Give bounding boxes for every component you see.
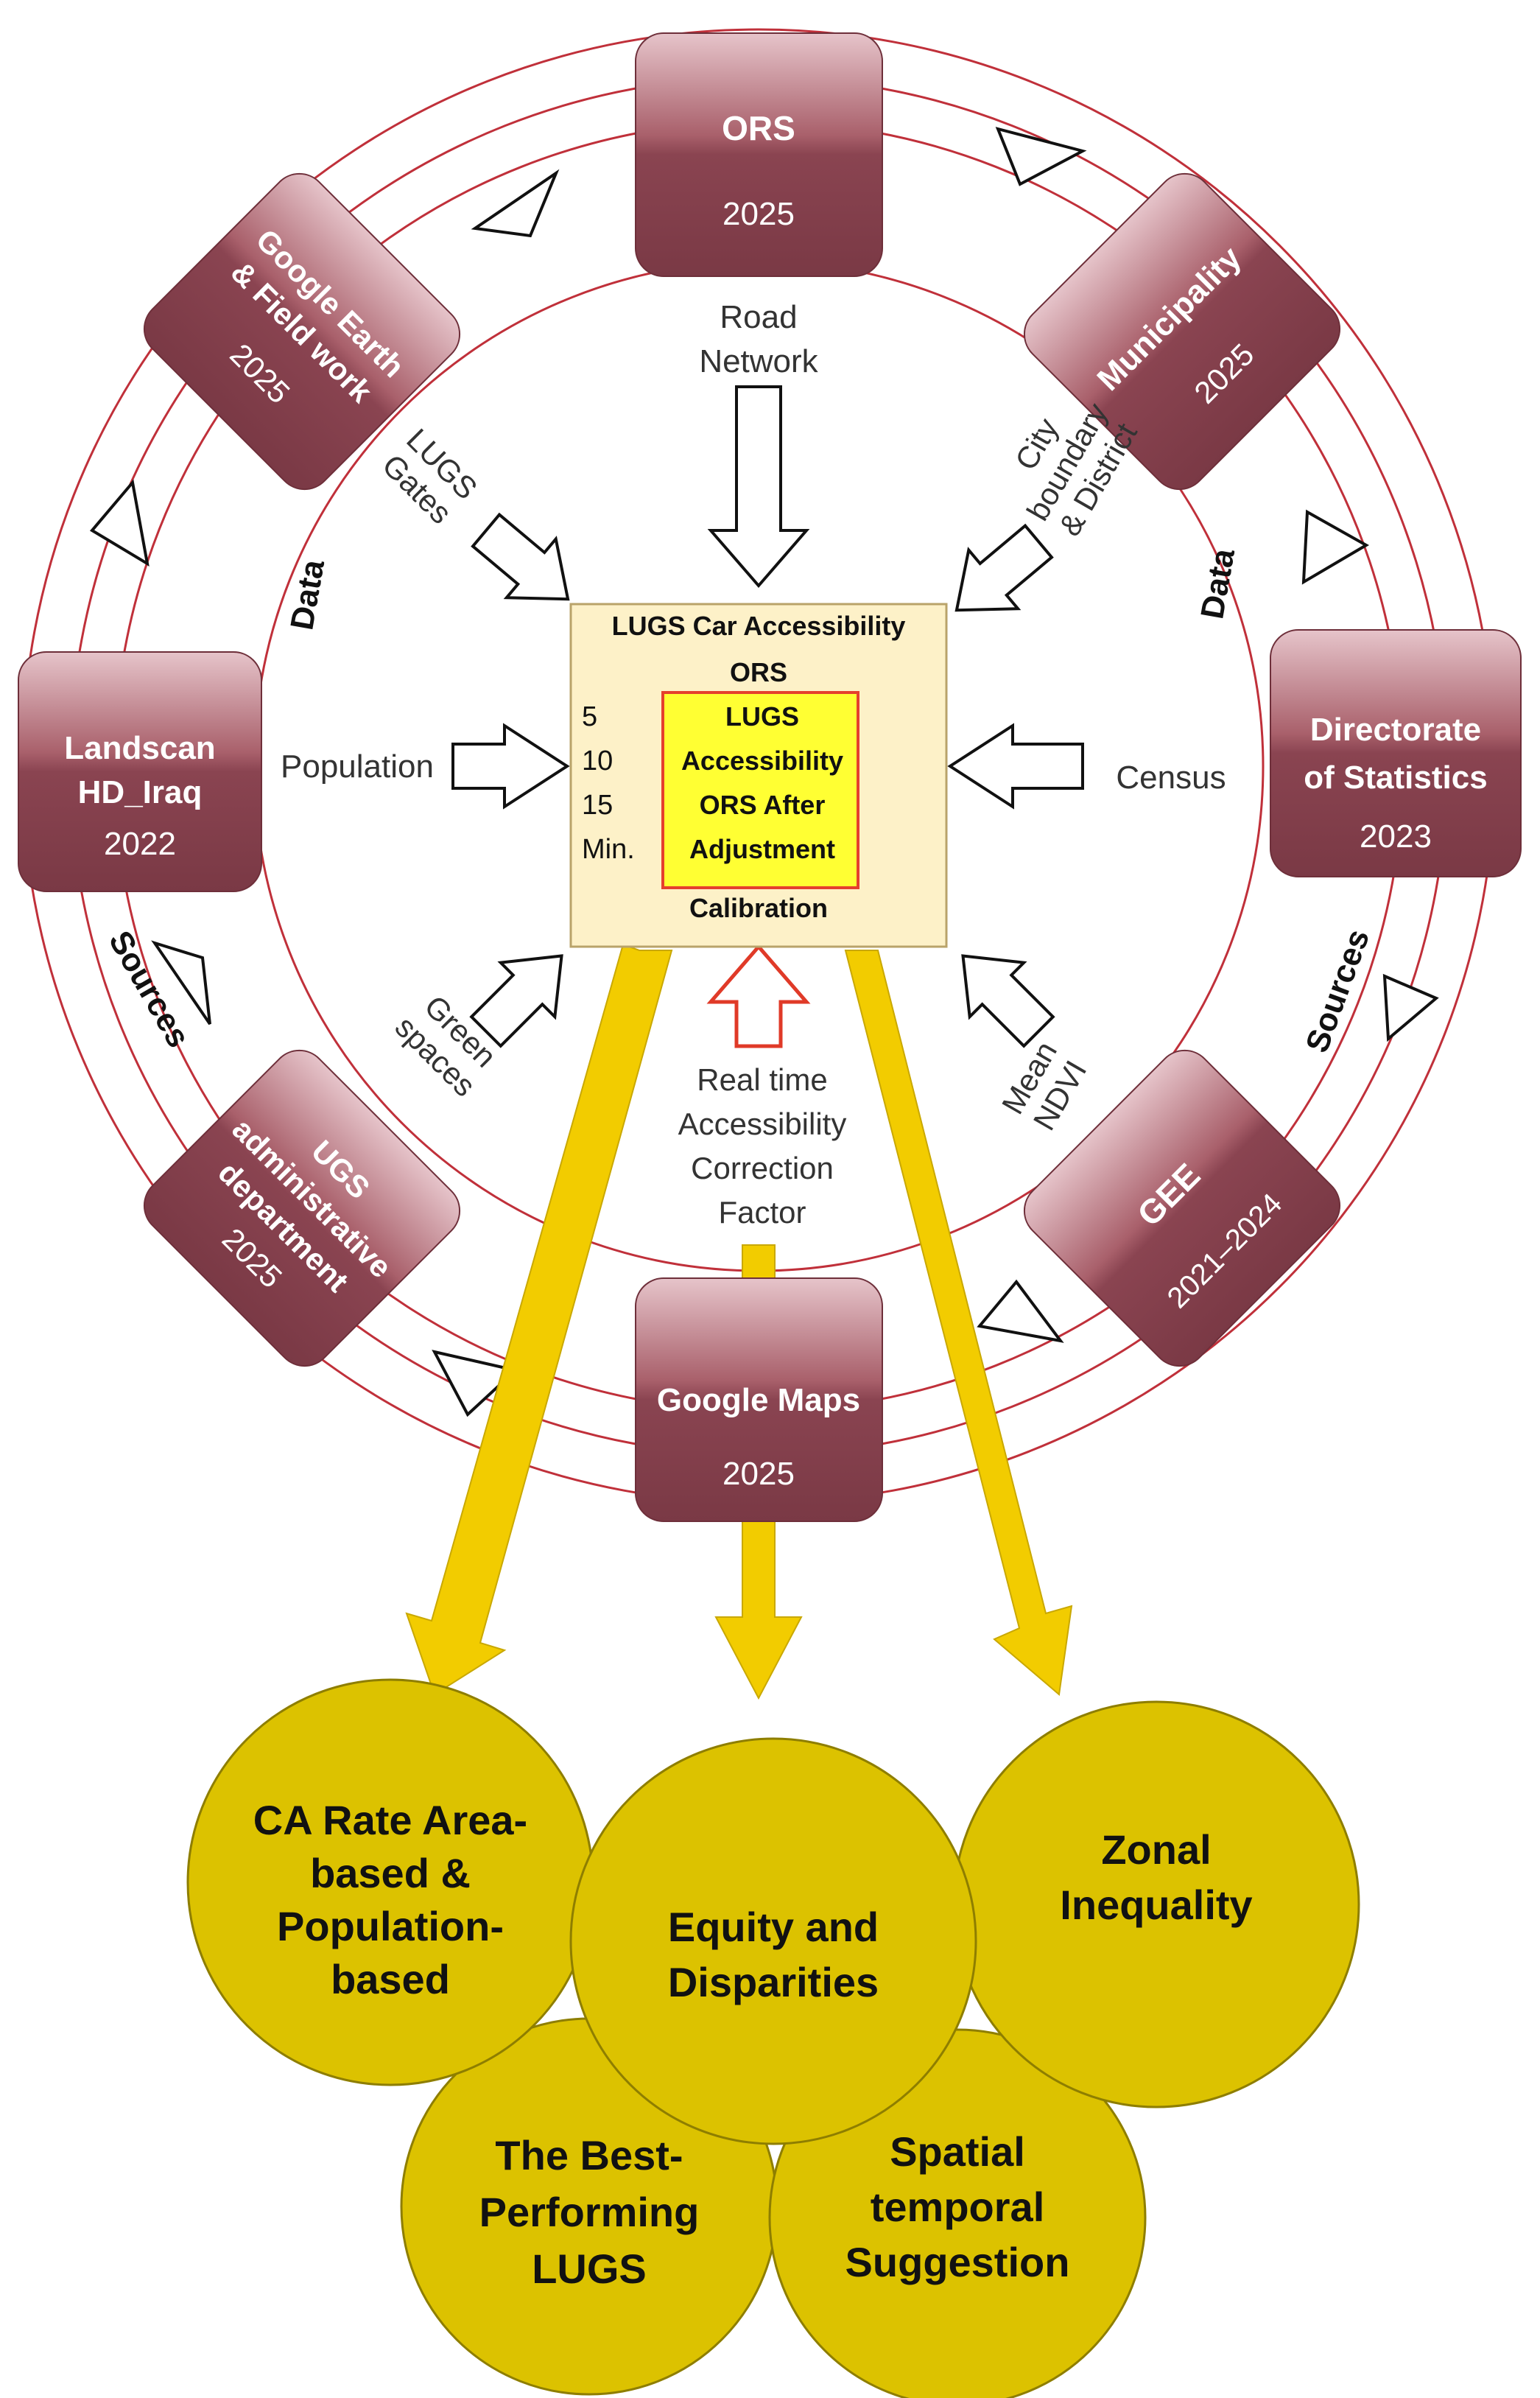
circle-zonal-1: Zonal (1101, 1826, 1211, 1873)
source-name-line2: of Statistics (1304, 760, 1487, 796)
source-google-earth: Google Earth & Field work 2025 (143, 172, 461, 491)
center-inner-3: ORS After (700, 790, 826, 820)
source-box (1023, 1049, 1341, 1367)
label-correction-2: Accessibility (678, 1107, 847, 1141)
label-road-network-1: Road (720, 299, 797, 335)
triangle-marker (1301, 509, 1370, 585)
ring-label-data-left: Data (284, 557, 331, 633)
circle-ca-rate-2: based & (310, 1850, 471, 1896)
source-ors: ORS 2025 (635, 32, 883, 277)
input-arrows (451, 385, 1084, 1048)
source-landscan: Landscan HD_Iraq 2022 (18, 651, 262, 892)
source-gee: GEE 2021–2024 (1023, 1049, 1341, 1367)
output-texts: CA Rate Area- based & Population- based … (253, 1797, 1253, 2292)
circle-ca-rate-3: Population- (277, 1903, 504, 1949)
source-google-maps: Google Maps 2025 (635, 1277, 883, 1522)
center-title-1: LUGS Car Accessibility (612, 611, 906, 641)
center-inner-2: Accessibility (681, 746, 843, 776)
arrow-lugs-gates (471, 512, 570, 601)
label-mean-ndvi: Mean NDVI (995, 1036, 1094, 1136)
arrow-mean-ndvi (961, 954, 1055, 1048)
source-name: Directorate (1310, 712, 1481, 748)
triangle-marker (977, 1279, 1064, 1343)
source-municipality: Municipality 2025 (1023, 172, 1341, 491)
circle-best-3: LUGS (532, 2246, 647, 2292)
ring-triangles (89, 127, 1439, 1417)
arrow-census (947, 723, 1084, 810)
source-ugs-admin: UGS administrative department 2025 (143, 1049, 461, 1367)
source-box (1023, 172, 1341, 491)
label-census: Census (1116, 760, 1226, 796)
label-lugs-gates: LUGS Gates (376, 422, 484, 530)
circle-spatial-2: temporal (871, 2184, 1045, 2230)
label-correction-3: Correction (691, 1151, 834, 1185)
circle-equity (569, 1737, 977, 2145)
circle-ca-rate-4: based (331, 1956, 450, 2002)
circle-equity-2: Disparities (668, 1959, 879, 2005)
ring-label-sources-left: Sources (102, 925, 197, 1053)
triangle-marker (995, 127, 1087, 186)
center-minutes-4: Min. (582, 834, 635, 865)
center-inner-1: LUGS (725, 701, 799, 732)
center-minutes-3: 15 (582, 790, 613, 821)
center-inner-4: Adjustment (689, 834, 835, 864)
source-year: 2022 (104, 826, 176, 862)
center-minutes-1: 5 (582, 701, 597, 732)
output-circles (186, 1678, 1360, 2398)
triangle-marker (1382, 973, 1439, 1042)
arrow-green-spaces (469, 954, 563, 1048)
center-calibration: Calibration (689, 893, 828, 923)
triangle-marker (471, 169, 560, 238)
label-correction-4: Factor (718, 1195, 806, 1230)
ring-label-data-right: Data (1194, 546, 1242, 622)
arrow-correction-factor (706, 944, 811, 1048)
source-box (635, 1277, 883, 1522)
arrow-road-network (707, 385, 810, 589)
triangle-marker (151, 940, 211, 1026)
source-name-line2: HD_Iraq (78, 774, 203, 810)
source-box (635, 32, 883, 277)
source-name: Google Maps (657, 1382, 860, 1418)
source-box (143, 172, 461, 491)
ring-label-sources-right: Sources (1299, 925, 1376, 1057)
center-inner-box (661, 691, 859, 889)
output-arrow-right (844, 950, 1073, 1696)
source-year: 2025 (722, 196, 795, 232)
center-box: LUGS Car Accessibility ORS 5 10 15 Min. … (569, 603, 948, 948)
circle-zonal-2: Inequality (1060, 1882, 1252, 1928)
center-title-2: ORS (730, 657, 787, 687)
label-correction-1: Real time (697, 1062, 827, 1097)
circle-spatial-3: Suggestion (845, 2239, 1070, 2285)
arrow-city-boundary (954, 523, 1054, 612)
triangle-marker (89, 479, 150, 567)
label-road-network-2: Network (699, 343, 818, 379)
source-box (18, 651, 262, 892)
source-directorate: Directorate of Statistics 2023 (1270, 629, 1522, 877)
label-population: Population (281, 749, 434, 785)
source-year: 2023 (1360, 818, 1432, 855)
source-box (1270, 629, 1522, 877)
circle-best-2: Performing (479, 2189, 700, 2235)
triangle-marker (432, 1350, 519, 1417)
source-name: Landscan (64, 730, 215, 766)
center-minutes-2: 10 (582, 746, 613, 776)
circle-equity-1: Equity and (668, 1904, 879, 1950)
source-year: 2025 (722, 1456, 795, 1492)
source-box (143, 1049, 461, 1367)
circle-best-1: The Best- (495, 2132, 683, 2178)
source-name: ORS (722, 109, 795, 147)
circle-ca-rate-1: CA Rate Area- (253, 1797, 527, 1843)
circle-spatial-1: Spatial (890, 2128, 1025, 2175)
arrow-population (451, 723, 570, 810)
